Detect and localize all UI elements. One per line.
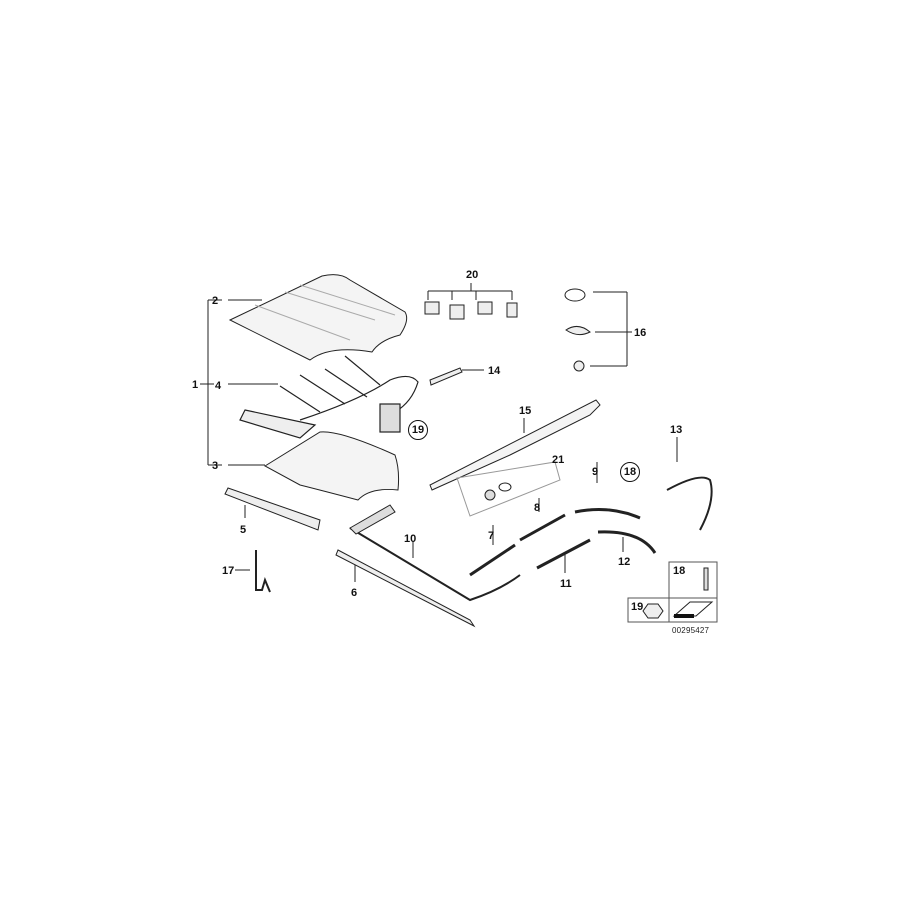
part-12-seal — [597, 530, 657, 554]
part-14-strip — [429, 367, 463, 386]
part-9-seal — [574, 508, 641, 520]
callout-12: 12 — [618, 556, 631, 568]
callout-3: 3 — [212, 460, 219, 472]
callout-14: 14 — [488, 365, 501, 377]
callout-2: 2 — [212, 295, 219, 307]
part-6-rail — [335, 549, 476, 628]
document-id: 00295427 — [672, 626, 710, 635]
part-16-cable-set — [564, 288, 591, 372]
part-11-seal — [536, 538, 591, 570]
part-3-rear-cover — [264, 431, 400, 501]
callout-15: 15 — [519, 405, 532, 417]
callout-13: 13 — [670, 424, 683, 436]
leader-1-bracket — [200, 299, 222, 466]
callout-20: 20 — [466, 269, 479, 281]
callout-16: 16 — [634, 327, 647, 339]
part-17-bracket-rod — [255, 550, 271, 593]
callout-6: 6 — [351, 587, 358, 599]
part-15-trim — [429, 399, 601, 491]
part-2-soft-top-cover — [228, 274, 408, 361]
pin-fastener-icon — [703, 567, 709, 591]
callout-8: 8 — [534, 502, 541, 514]
part-10-seal — [349, 527, 521, 602]
part-21-kit — [456, 461, 561, 517]
callout-17: 17 — [222, 565, 235, 577]
callout-21: 21 — [552, 454, 565, 466]
callout-5: 5 — [240, 524, 247, 536]
part-13-seal — [666, 476, 713, 531]
callout-4: 4 — [215, 380, 222, 392]
legend-label-19: 19 — [631, 601, 644, 613]
part-7-seal — [469, 543, 516, 577]
callout-7: 7 — [488, 530, 495, 542]
circled-callout-18: 18 — [620, 462, 640, 482]
part-8-seal — [519, 513, 566, 542]
part-20-clips — [424, 301, 518, 320]
part-5-strip — [224, 487, 321, 531]
legend-label-18: 18 — [673, 565, 686, 577]
callout-9: 9 — [592, 466, 599, 478]
legend-box — [627, 561, 718, 623]
callout-10: 10 — [404, 533, 417, 545]
callout-11: 11 — [560, 578, 572, 590]
circled-callout-19: 19 — [408, 420, 428, 440]
direction-arrow-icon — [672, 601, 714, 617]
hex-nut-icon — [642, 603, 664, 619]
callout-1: 1 — [192, 379, 199, 391]
part-4-top-frame — [239, 355, 419, 439]
